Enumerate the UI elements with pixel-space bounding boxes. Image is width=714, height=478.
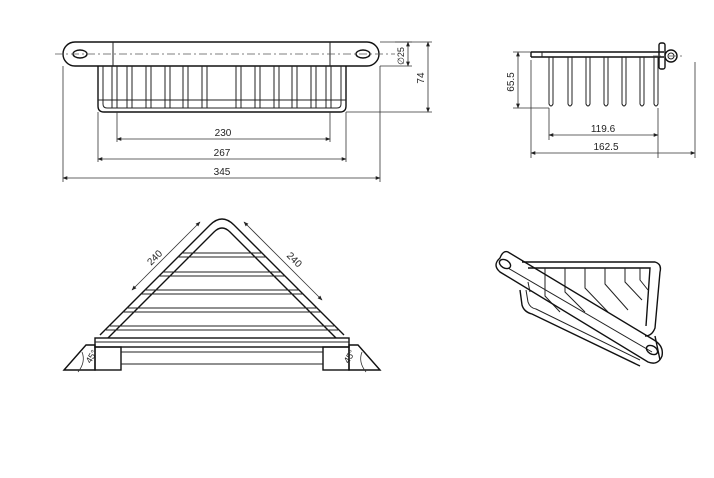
dim-240-right: 240 — [284, 250, 304, 270]
triangle-outer — [99, 218, 345, 336]
top-view: 240 240 45° 45° — [62, 218, 382, 373]
dim-267: 267 — [214, 148, 231, 159]
front-bar — [62, 41, 380, 67]
dim-230: 230 — [215, 128, 232, 139]
front-view: 230 267 345 ∅25 74 — [55, 41, 432, 182]
dim-345: 345 — [214, 167, 231, 178]
dim-65-5: 65.5 — [506, 72, 517, 92]
top-wires — [106, 252, 338, 331]
iso-rail — [495, 250, 664, 364]
front-basket — [97, 66, 347, 113]
dim-119-6: 119.6 — [591, 124, 616, 135]
angle-45-left: 45° — [84, 348, 100, 365]
top-bracket-left — [94, 346, 122, 371]
dim-162-5: 162.5 — [593, 142, 618, 153]
dim-240-left: 240 — [145, 248, 165, 268]
angle-45-right: 45° — [342, 348, 358, 365]
dim-74: 74 — [416, 72, 427, 84]
side-wires — [548, 57, 659, 107]
dim-diameter-25: ∅25 — [396, 47, 406, 65]
isometric-view — [495, 250, 664, 367]
side-view: 65.5 119.6 162.5 — [506, 42, 696, 158]
front-wires — [111, 66, 332, 108]
